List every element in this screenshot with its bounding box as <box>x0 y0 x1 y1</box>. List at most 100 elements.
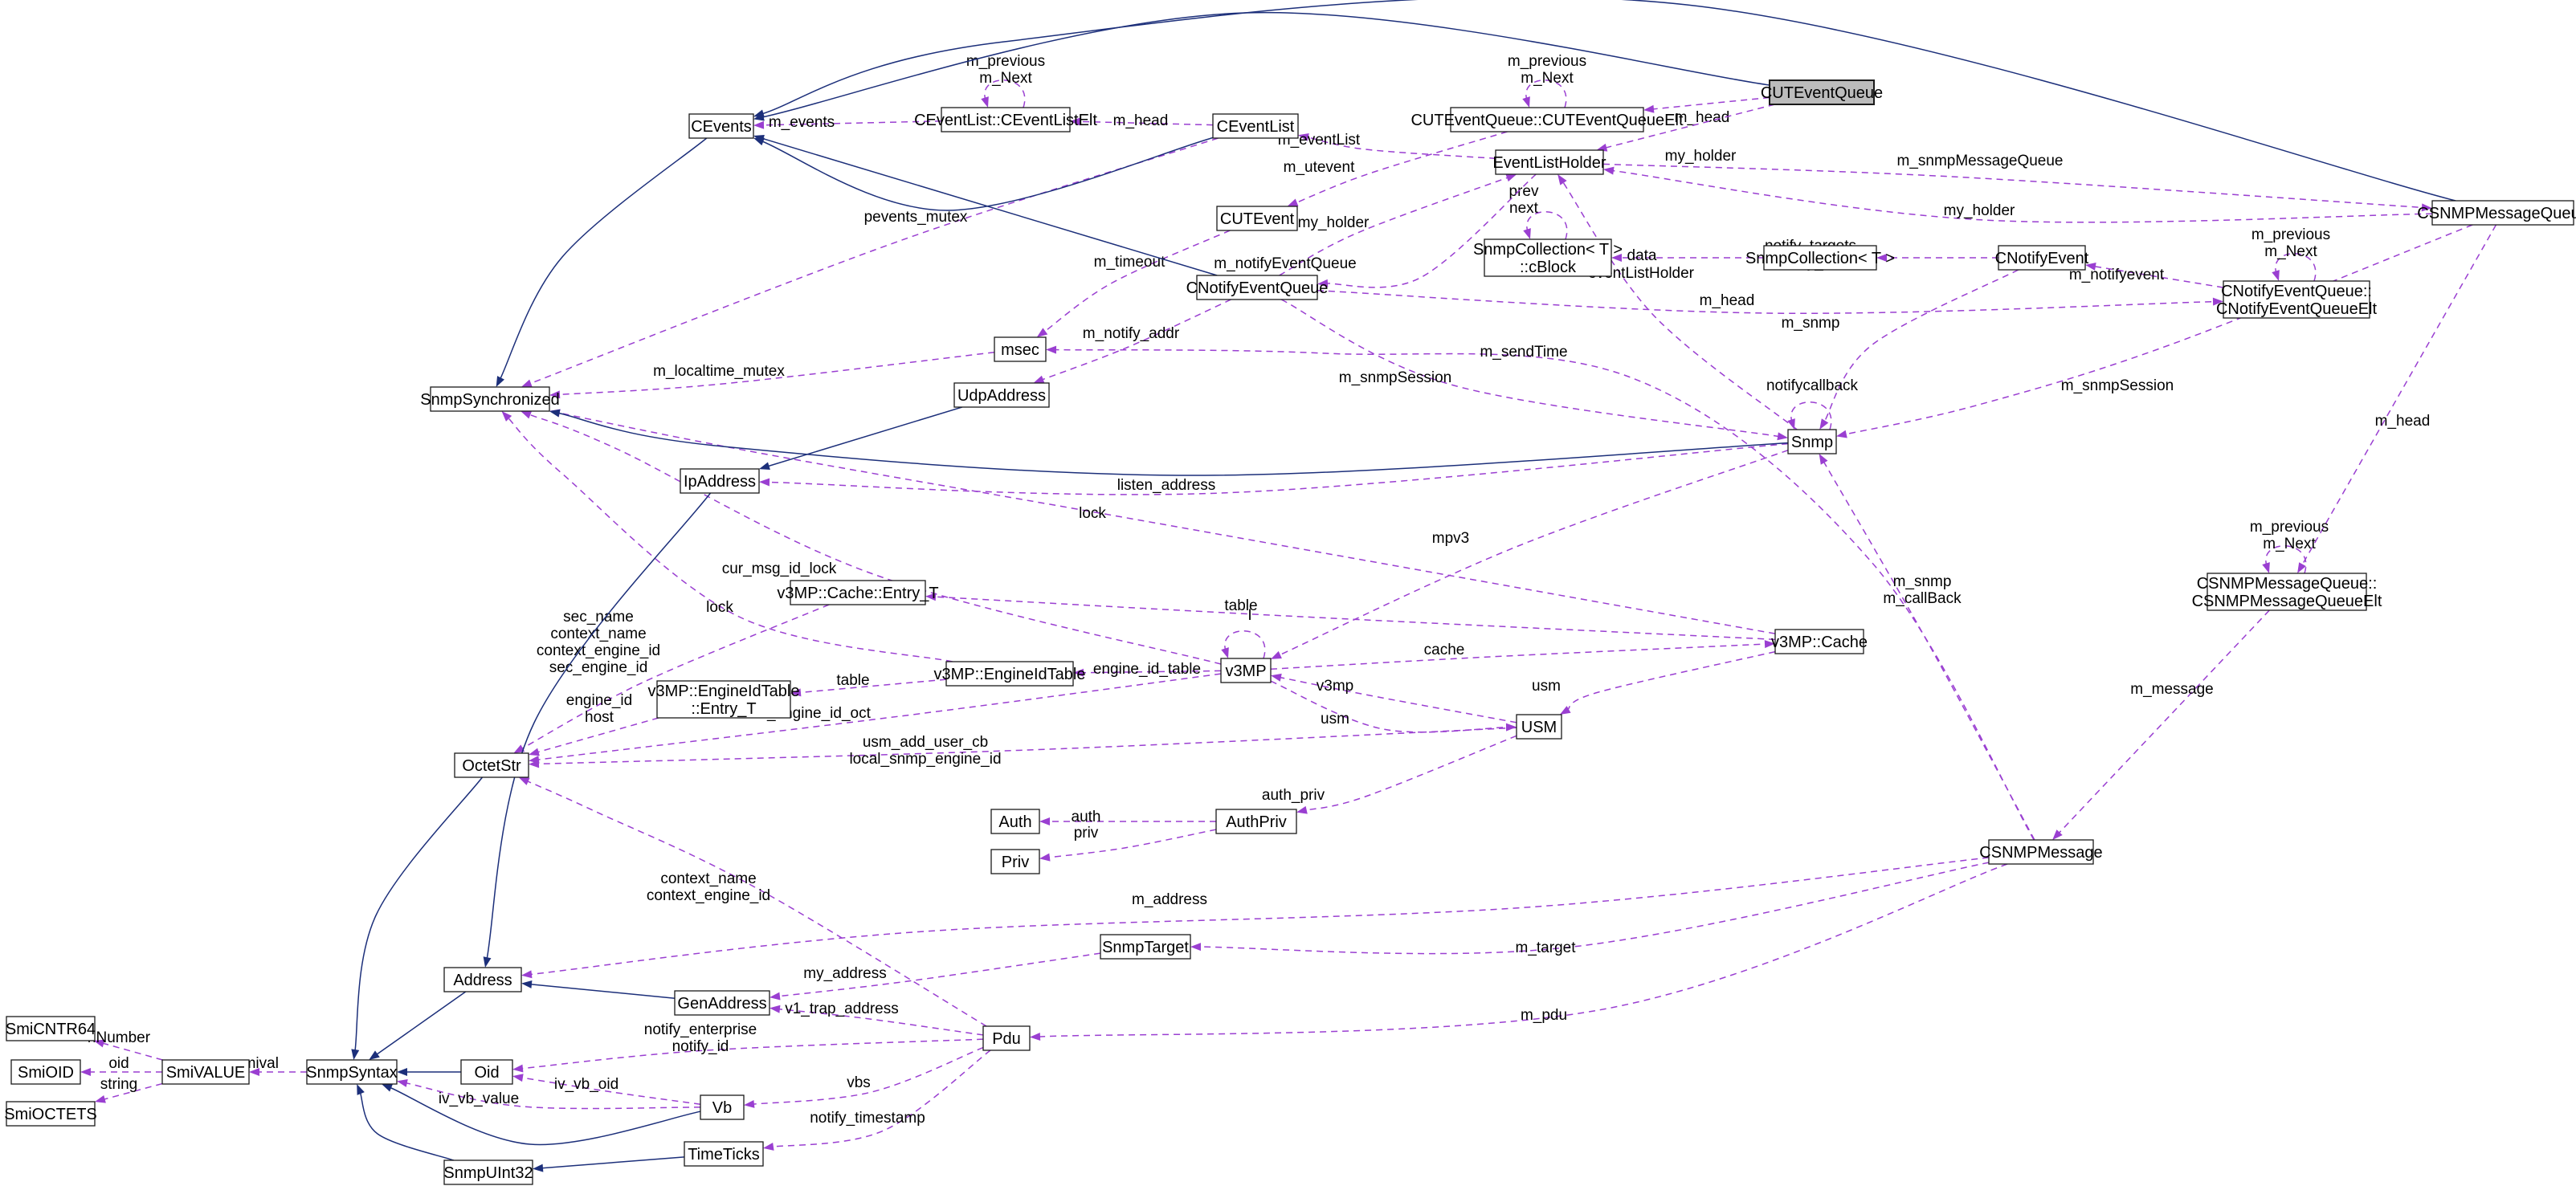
node-box-msec[interactable] <box>994 336 1047 362</box>
node-box-v3MPEngineIdTable[interactable] <box>945 661 1074 687</box>
edge-SnmpCollection-SnmpCollectionCBlock-12: data <box>1611 247 1764 264</box>
node-CNotifyEvent[interactable]: CNotifyEvent <box>1995 245 2089 271</box>
node-box-CSNMPMessage[interactable] <box>1988 839 2094 865</box>
edge-path <box>1651 96 1770 110</box>
node-box-Priv[interactable] <box>990 849 1040 874</box>
node-SmiVALUE[interactable]: SmiVALUE <box>161 1059 250 1085</box>
node-TimeTicks[interactable]: TimeTicks <box>684 1141 764 1167</box>
node-SnmpCollection[interactable]: SnmpCollection< T > <box>1745 245 1895 271</box>
node-SmiCNTR64[interactable]: SmiCNTR64 <box>6 1016 96 1041</box>
node-USM[interactable]: USM <box>1516 714 1562 740</box>
node-CSNMPMessageQueue[interactable]: CSNMPMessageQueue <box>2417 200 2576 226</box>
node-label: ::Entry_T <box>691 700 756 718</box>
node-AuthPriv[interactable]: AuthPriv <box>1215 809 1297 834</box>
node-box-CSNMPMessageQueue[interactable] <box>2431 200 2574 226</box>
node-box-Auth[interactable] <box>990 809 1040 834</box>
node-CSNMPMessageQueueElt[interactable]: CSNMPMessageQueue::CSNMPMessageQueueElt <box>2192 573 2382 611</box>
node-box-SnmpUInt32[interactable] <box>443 1160 533 1185</box>
node-box-EventListHolder[interactable] <box>1495 149 1604 175</box>
node-Pdu[interactable]: Pdu <box>982 1025 1031 1051</box>
node-box-CUTEvent[interactable] <box>1216 206 1298 231</box>
node-box-AuthPriv[interactable] <box>1215 809 1297 834</box>
node-Address[interactable]: Address <box>443 967 522 992</box>
node-box-Address[interactable] <box>443 967 522 992</box>
node-v3MPEngineIdTable[interactable]: v3MP::EngineIdTable <box>933 661 1086 687</box>
edge-path <box>1603 104 1775 149</box>
node-box-CNotifyEventQueue[interactable] <box>1196 275 1318 300</box>
node-box-OctetStr[interactable] <box>454 752 529 778</box>
node-box-Oid[interactable] <box>460 1059 513 1085</box>
node-box-CEventList[interactable] <box>1212 113 1299 139</box>
node-box-CSNMPMessageQueueElt[interactable] <box>2207 573 2367 611</box>
node-SmiOID[interactable]: SmiOID <box>10 1059 81 1085</box>
node-box-v3MP[interactable] <box>1220 658 1272 683</box>
node-CNotifyEventQueueElt[interactable]: CNotifyEventQueue::CNotifyEventQueueElt <box>2216 280 2378 319</box>
edge-label: m_notifyEventQueue <box>1214 255 1356 272</box>
node-box-SnmpSynchronized[interactable] <box>430 386 550 412</box>
node-box-v3MPCacheEntry[interactable] <box>790 580 926 605</box>
node-SmiOCTETS[interactable]: SmiOCTETS <box>4 1101 97 1127</box>
node-CEvents[interactable]: CEvents <box>688 113 754 139</box>
edge-v3MP-USM-37: usm <box>1270 680 1517 733</box>
edge-Pdu-TimeTicks-60: notify_timestamp <box>763 1049 991 1151</box>
node-box-UdpAddress[interactable] <box>953 382 1050 408</box>
node-CUTEvent[interactable]: CUTEvent <box>1216 206 1298 231</box>
node-SnmpSyntax[interactable]: SnmpSyntax <box>306 1059 398 1085</box>
edge-label: my_holder <box>1944 202 2015 219</box>
node-label: Auth <box>998 813 1031 831</box>
node-SnmpCollectionCBlock[interactable]: SnmpCollection< T >::cBlock <box>1473 238 1623 277</box>
node-IpAddress[interactable]: IpAddress <box>680 468 760 494</box>
edge-msec-SnmpSynchronized-22: m_localtime_mutex <box>549 351 995 399</box>
node-box-TimeTicks[interactable] <box>684 1141 764 1167</box>
edge-label: m_snmp <box>1893 573 1952 590</box>
node-Auth[interactable]: Auth <box>990 809 1040 834</box>
node-SnmpTarget[interactable]: SnmpTarget <box>1100 934 1191 960</box>
node-v3MPCache[interactable]: v3MP::Cache <box>1771 629 1868 654</box>
node-Priv[interactable]: Priv <box>990 849 1040 874</box>
node-CEventListElt[interactable]: CEventList::CEventListElt <box>914 107 1097 132</box>
node-Snmp[interactable]: Snmp <box>1787 429 1837 454</box>
node-box-v3MPEngineIdTableEntry[interactable] <box>656 680 791 719</box>
node-box-SmiVALUE[interactable] <box>161 1059 250 1085</box>
node-box-CNotifyEventQueueElt[interactable] <box>2223 280 2370 319</box>
node-box-SnmpSyntax[interactable] <box>306 1059 398 1085</box>
node-box-Snmp[interactable] <box>1787 429 1837 454</box>
node-box-SmiOCTETS[interactable] <box>6 1101 96 1127</box>
node-box-Vb[interactable] <box>700 1094 745 1120</box>
node-box-SnmpTarget[interactable] <box>1100 934 1191 960</box>
node-box-SmiOID[interactable] <box>10 1059 81 1085</box>
node-Oid[interactable]: Oid <box>460 1059 513 1085</box>
node-v3MPEngineIdTableEntry[interactable]: v3MP::EngineIdTable::Entry_T <box>647 680 800 719</box>
node-box-SnmpCollectionCBlock[interactable] <box>1484 238 1612 277</box>
node-box-GenAddress[interactable] <box>674 990 770 1016</box>
node-GenAddress[interactable]: GenAddress <box>674 990 770 1016</box>
node-box-CEventListElt[interactable] <box>941 107 1071 132</box>
node-box-SmiCNTR64[interactable] <box>6 1016 96 1041</box>
node-box-Pdu[interactable] <box>982 1025 1031 1051</box>
node-box-CUTEventQueueElt[interactable] <box>1450 107 1644 132</box>
node-box-IpAddress[interactable] <box>680 468 760 494</box>
node-box-CNotifyEvent[interactable] <box>1998 245 2086 271</box>
node-SnmpSynchronized[interactable]: SnmpSynchronized <box>420 386 560 412</box>
edge-v3MPEngineIdTable-SnmpSynchronized-28: lock <box>501 411 953 662</box>
node-box-v3MPCache[interactable] <box>1774 629 1864 654</box>
node-SnmpUInt32[interactable]: SnmpUInt32 <box>443 1160 533 1185</box>
node-box-CEvents[interactable] <box>688 113 754 139</box>
edge-path <box>359 1090 455 1161</box>
node-CUTEventQueueElt[interactable]: CUTEventQueue::CUTEventQueueElt <box>1410 107 1684 132</box>
node-EventListHolder[interactable]: EventListHolder <box>1492 149 1606 175</box>
node-UdpAddress[interactable]: UdpAddress <box>953 382 1050 408</box>
node-OctetStr[interactable]: OctetStr <box>454 752 529 778</box>
node-CNotifyEventQueue[interactable]: CNotifyEventQueue <box>1186 275 1329 300</box>
node-v3MP[interactable]: v3MP <box>1220 658 1272 683</box>
node-Vb[interactable]: Vb <box>700 1094 745 1120</box>
node-CEventList[interactable]: CEventList <box>1212 113 1299 139</box>
edge-SmiVALUE-SmiOID-62: oid <box>80 1055 162 1076</box>
node-msec[interactable]: msec <box>994 336 1047 362</box>
node-box-USM[interactable] <box>1516 714 1562 740</box>
node-v3MPCacheEntry[interactable]: v3MP::Cache::Entry_T <box>777 580 939 605</box>
node-box-SnmpCollection[interactable] <box>1763 245 1877 271</box>
edge-label: m_timeout <box>1094 254 1166 271</box>
node-CSNMPMessage[interactable]: CSNMPMessage <box>1979 839 2103 865</box>
